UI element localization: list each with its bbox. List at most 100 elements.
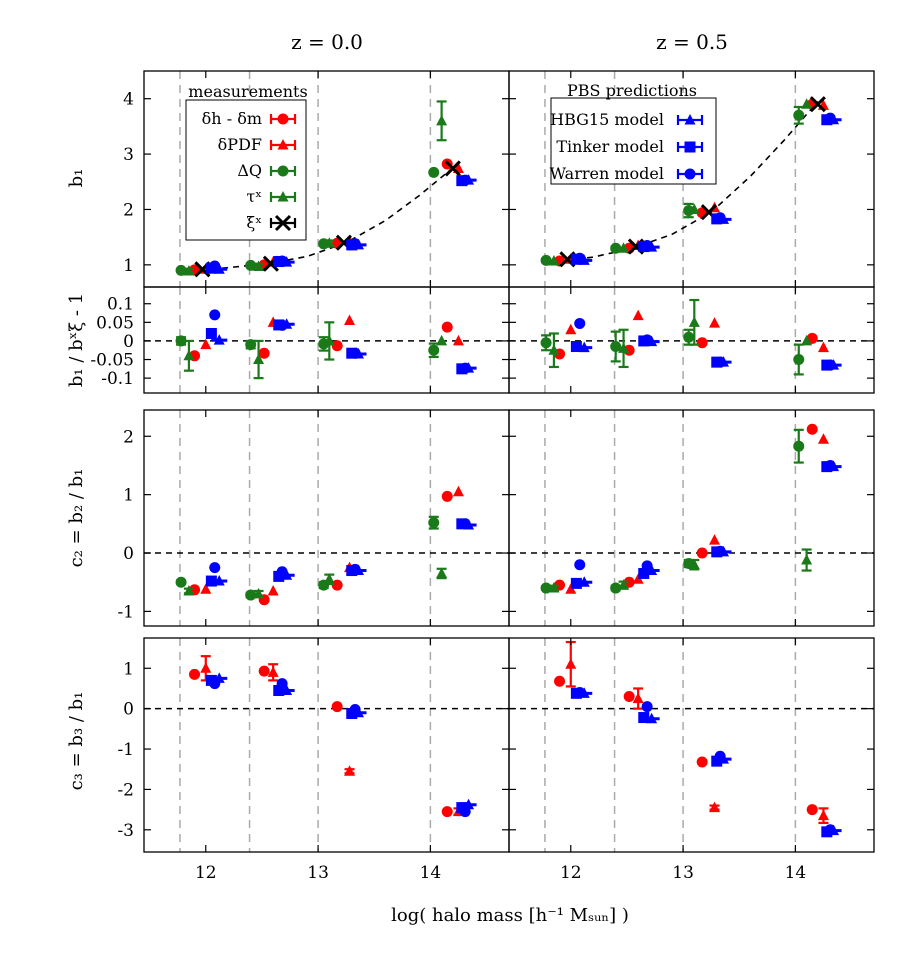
data-point xyxy=(258,665,270,677)
data-point xyxy=(688,203,700,214)
ytick-label: -1 xyxy=(117,602,134,622)
data-point xyxy=(441,321,453,333)
series-Warren-model xyxy=(574,112,836,264)
series-- xyxy=(183,321,448,380)
data-point xyxy=(610,341,622,353)
data-point xyxy=(540,254,552,266)
legend-label: ΔQ xyxy=(237,161,262,180)
ytick-label: -0.05 xyxy=(90,351,134,371)
data-point xyxy=(683,331,695,343)
data-point xyxy=(349,238,361,250)
panel-ratio-z05 xyxy=(508,286,875,394)
data-point xyxy=(189,668,201,680)
data-point xyxy=(441,806,453,818)
data-point xyxy=(638,712,650,724)
data-point xyxy=(817,433,829,444)
data-point xyxy=(349,347,361,359)
ytick-label: 0 xyxy=(123,544,134,564)
series--Q xyxy=(540,328,805,376)
series-Tinker-model xyxy=(205,674,468,814)
data-point xyxy=(209,562,221,574)
data-point xyxy=(205,575,217,587)
series-Warren-model xyxy=(209,518,471,578)
legend-marker xyxy=(684,168,696,180)
data-point xyxy=(714,212,726,224)
series--Q xyxy=(175,515,440,601)
legend-measurements-title: measurements xyxy=(188,82,307,101)
data-point xyxy=(801,334,813,346)
data-point xyxy=(245,339,257,351)
series-- xyxy=(183,567,448,599)
data-point xyxy=(344,765,356,776)
data-point xyxy=(349,563,361,575)
data-point xyxy=(200,662,212,673)
panel-frame xyxy=(508,286,875,394)
data-point xyxy=(436,114,448,126)
xtick-label: 12 xyxy=(560,863,582,883)
data-point xyxy=(452,334,464,346)
data-point xyxy=(824,112,836,124)
data-point xyxy=(276,678,288,690)
data-point xyxy=(183,584,195,596)
data-point xyxy=(570,577,582,589)
data-point xyxy=(200,338,212,350)
data-point xyxy=(459,362,471,374)
data-point xyxy=(793,109,805,121)
legend-label: τˣ xyxy=(246,187,262,206)
panel-b1-z05 xyxy=(508,70,875,288)
data-point xyxy=(801,554,813,565)
data-point xyxy=(610,242,622,254)
ytick-label: -3 xyxy=(117,821,134,841)
legend-item: ΔQ xyxy=(237,161,297,180)
data-point xyxy=(824,459,836,471)
data-point xyxy=(623,344,635,356)
data-point xyxy=(349,703,361,715)
legend-item: τˣ xyxy=(246,187,297,206)
data-point xyxy=(574,559,586,571)
data-point xyxy=(211,334,228,345)
data-point xyxy=(623,691,635,703)
data-point xyxy=(540,337,552,349)
data-point xyxy=(441,490,453,502)
data-point xyxy=(809,96,826,113)
legend-label: Tinker model xyxy=(556,137,664,156)
data-point xyxy=(331,701,343,713)
data-point xyxy=(793,440,805,452)
data-point xyxy=(548,254,560,266)
xtick-label: 13 xyxy=(307,863,329,883)
data-point xyxy=(714,750,726,762)
data-point xyxy=(641,239,653,251)
xtick-label: 14 xyxy=(420,863,442,883)
data-point xyxy=(459,174,471,186)
legend-item: Tinker model xyxy=(556,137,704,156)
series-Warren-model xyxy=(209,174,471,272)
data-point xyxy=(175,264,187,276)
data-point xyxy=(801,98,813,109)
ylabel-c2: c₂ = b₂ / b₁ xyxy=(66,469,87,568)
series-Warren-model xyxy=(574,459,836,572)
panel-frame xyxy=(508,637,875,853)
data-point xyxy=(258,347,270,359)
data-point xyxy=(711,755,723,767)
data-point xyxy=(574,687,586,699)
data-point xyxy=(696,547,708,559)
data-point xyxy=(323,237,335,248)
data-point xyxy=(709,801,721,813)
series-- xyxy=(548,98,813,266)
data-point xyxy=(565,323,577,335)
data-point xyxy=(344,314,356,325)
data-point xyxy=(618,242,630,253)
ytick-label: 0 xyxy=(123,700,134,720)
data-point xyxy=(548,582,560,593)
ytick-label: 3 xyxy=(123,145,134,165)
data-point xyxy=(276,255,288,267)
data-point xyxy=(610,582,622,594)
series--PDF xyxy=(565,433,829,594)
data-point xyxy=(641,701,653,713)
legend-item: ξˣ xyxy=(246,213,297,232)
xtick-label: 13 xyxy=(672,863,694,883)
